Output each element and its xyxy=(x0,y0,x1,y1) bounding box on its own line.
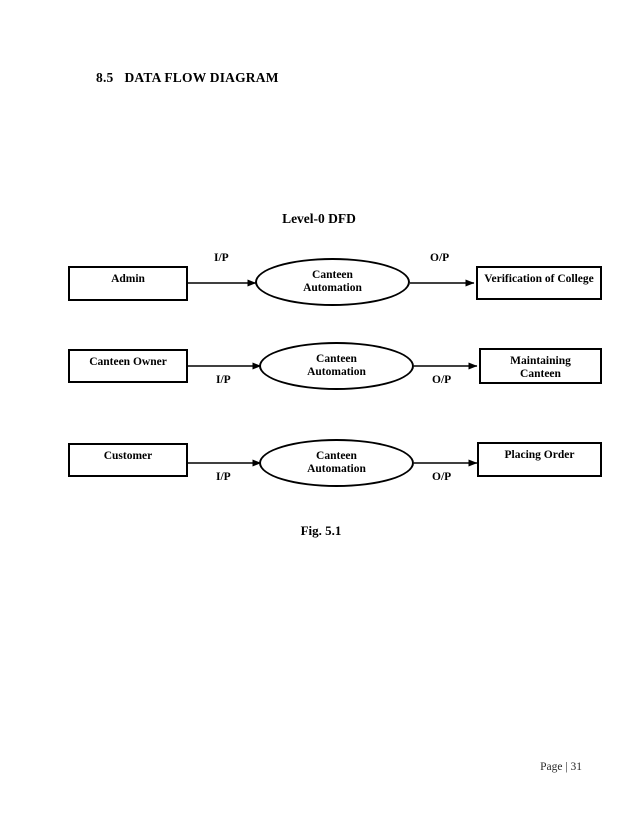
entity-box-customer[interactable]: Customer xyxy=(68,443,188,477)
entity-box-customer-label: Customer xyxy=(103,450,153,462)
diagram-title-text: Level-0 DFD xyxy=(282,211,356,226)
edge-label-input-row1: I/P xyxy=(214,252,229,264)
edge-label-input-row2: I/P xyxy=(216,374,231,386)
section-heading: 8.5 DATA FLOW DIAGRAM xyxy=(96,70,279,86)
page-number-text: Page | 31 xyxy=(540,761,582,773)
result-box-verification-of-college[interactable]: Verification of College xyxy=(476,266,602,300)
figure-caption-text: Fig. 5.1 xyxy=(300,523,342,538)
entity-box-canteen-owner-label: Canteen Owner xyxy=(89,356,167,368)
section-title: DATA FLOW DIAGRAM xyxy=(124,70,279,85)
result-box-placing-order-label: Placing Order xyxy=(504,449,575,461)
edge-label-output-row2: O/P xyxy=(432,374,452,386)
process-ellipse-row1[interactable]: Canteen Automation xyxy=(255,258,410,306)
diagram-title: Level-0 DFD xyxy=(0,211,638,227)
process-ellipse-row2-label: Canteen Automation xyxy=(307,352,366,379)
result-box-maintaining-canteen[interactable]: Maintaining Canteen xyxy=(479,348,602,384)
edge-label-output-row1: O/P xyxy=(430,252,450,264)
result-box-maintaining-canteen-label: Maintaining Canteen xyxy=(510,355,571,380)
figure-caption: Fig. 5.1 xyxy=(0,523,638,539)
entity-box-canteen-owner[interactable]: Canteen Owner xyxy=(68,349,188,383)
entity-box-admin-label: Admin xyxy=(111,273,145,285)
result-box-placing-order[interactable]: Placing Order xyxy=(477,442,602,477)
section-number: 8.5 xyxy=(96,70,114,85)
edge-label-output-row3: O/P xyxy=(432,471,452,483)
process-ellipse-row1-label: Canteen Automation xyxy=(303,268,362,295)
edge-label-input-row3: I/P xyxy=(216,471,231,483)
process-ellipse-row2[interactable]: Canteen Automation xyxy=(259,342,414,390)
process-ellipse-row3[interactable]: Canteen Automation xyxy=(259,439,414,487)
entity-box-admin[interactable]: Admin xyxy=(68,266,188,301)
result-box-verification-of-college-label: Verification of College xyxy=(484,273,594,285)
page-footer: Page | 31 xyxy=(0,761,638,773)
process-ellipse-row3-label: Canteen Automation xyxy=(307,449,366,476)
